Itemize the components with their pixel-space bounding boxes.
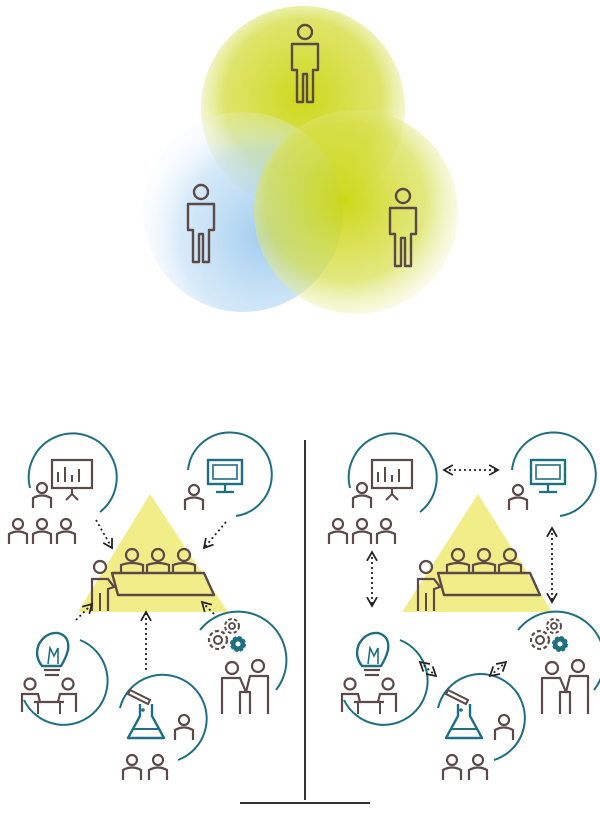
lightbulb-icon (35, 631, 70, 677)
venn-diagram (143, 6, 458, 314)
scientist-icon (173, 713, 195, 742)
worker-icon (183, 483, 205, 512)
node-ring (119, 673, 208, 761)
link-arrow (202, 521, 227, 550)
presenter-icon (31, 481, 53, 510)
presentation-icon (50, 458, 94, 502)
worker-icon (507, 483, 529, 512)
node-ring (511, 431, 597, 517)
node-ring (27, 432, 118, 513)
audience-icon (7, 517, 29, 546)
node-ring (199, 610, 288, 691)
node-ring (187, 431, 273, 517)
link-arrow (95, 519, 113, 550)
audience-icon (147, 753, 169, 782)
audience-icon (55, 517, 77, 546)
link-arrow (75, 602, 94, 621)
node-ring (343, 639, 429, 726)
presenter-icon (351, 481, 373, 510)
node-ring (347, 432, 438, 513)
node-ring (23, 639, 109, 726)
audience-icon (121, 753, 143, 782)
audience-icon (31, 517, 53, 546)
venn-right-circle (254, 110, 458, 314)
right-panel-networked (327, 431, 600, 782)
node-ring (437, 673, 526, 761)
audience-icon (327, 517, 349, 546)
node-ring (517, 610, 600, 691)
presentation-icon (370, 458, 414, 502)
link-arrow (418, 660, 438, 678)
handshake-icon (540, 658, 590, 716)
lightbulb-icon (355, 631, 390, 677)
scientist-icon (493, 713, 515, 742)
audience-icon (467, 753, 489, 782)
left-panel-hierarchical (7, 431, 288, 782)
handshake-icon (220, 658, 270, 716)
flask-icon (444, 688, 484, 740)
gears-icon (207, 617, 247, 653)
gears-icon (529, 617, 569, 653)
link-arrow (488, 660, 508, 678)
audience-icon (375, 517, 397, 546)
audience-icon (441, 753, 463, 782)
computer-workstation-icon (529, 458, 567, 494)
flask-icon (126, 688, 166, 740)
audience-icon (351, 517, 373, 546)
computer-workstation-icon (206, 458, 244, 494)
